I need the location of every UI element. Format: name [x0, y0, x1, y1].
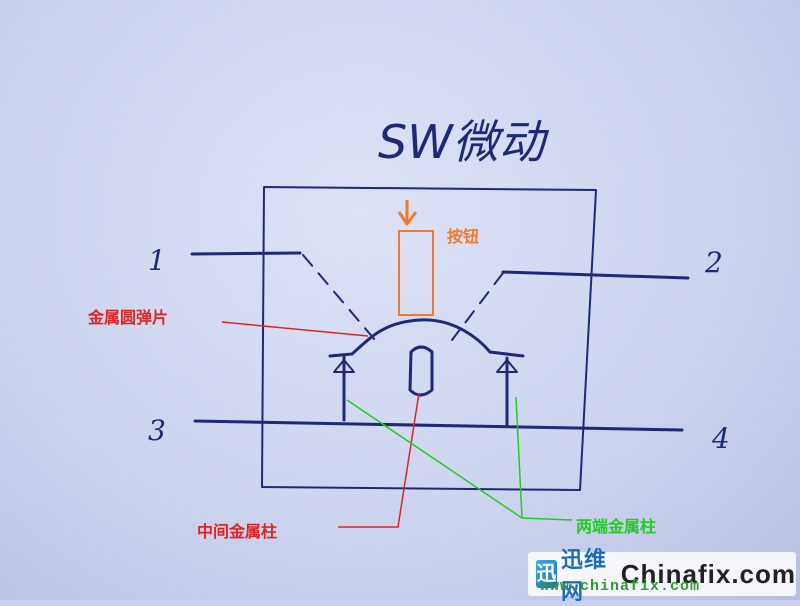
- watermark-brand-en: Chinafix.com: [620, 558, 796, 589]
- terminal-4-number: 4: [711, 422, 730, 455]
- dashed-line-right: [451, 272, 504, 341]
- terminal-1-lead: [190, 251, 302, 256]
- terminal-3-4-lead: [193, 419, 684, 432]
- button-label: 按钮: [447, 227, 479, 246]
- press-arrow-icon: [397, 211, 418, 226]
- diagram-title: SW微动: [378, 115, 550, 169]
- left-post-contact: [333, 359, 355, 373]
- watermark: 迅 迅维网 Chinafix.com: [528, 547, 796, 604]
- metal-dome: [328, 318, 525, 358]
- dome-leader-line: [221, 321, 369, 337]
- terminal-3-number: 3: [148, 414, 166, 447]
- center-metal-post: [408, 345, 434, 397]
- watermark-url: www.chinafix.com: [540, 578, 701, 595]
- side-posts-label: 两端金属柱: [576, 517, 656, 536]
- watermark-brand-cn: 迅维网: [561, 547, 608, 604]
- right-post-contact: [496, 359, 518, 373]
- push-button: [398, 230, 434, 316]
- chinafix-logo-icon: 迅: [536, 560, 557, 588]
- terminal-2-number: 2: [704, 246, 723, 279]
- switch-housing: [261, 186, 597, 491]
- center-post-label: 中间金属柱: [197, 522, 277, 541]
- center-post-leader-line: [338, 392, 420, 528]
- dashed-line-left: [302, 254, 376, 341]
- terminal-1-number: 1: [148, 244, 166, 277]
- terminal-2-lead: [501, 270, 690, 280]
- side-post-leader-line-right: [515, 396, 523, 519]
- dome-label: 金属圆弹片: [87, 308, 168, 327]
- side-post-leader-line-left: [346, 399, 573, 521]
